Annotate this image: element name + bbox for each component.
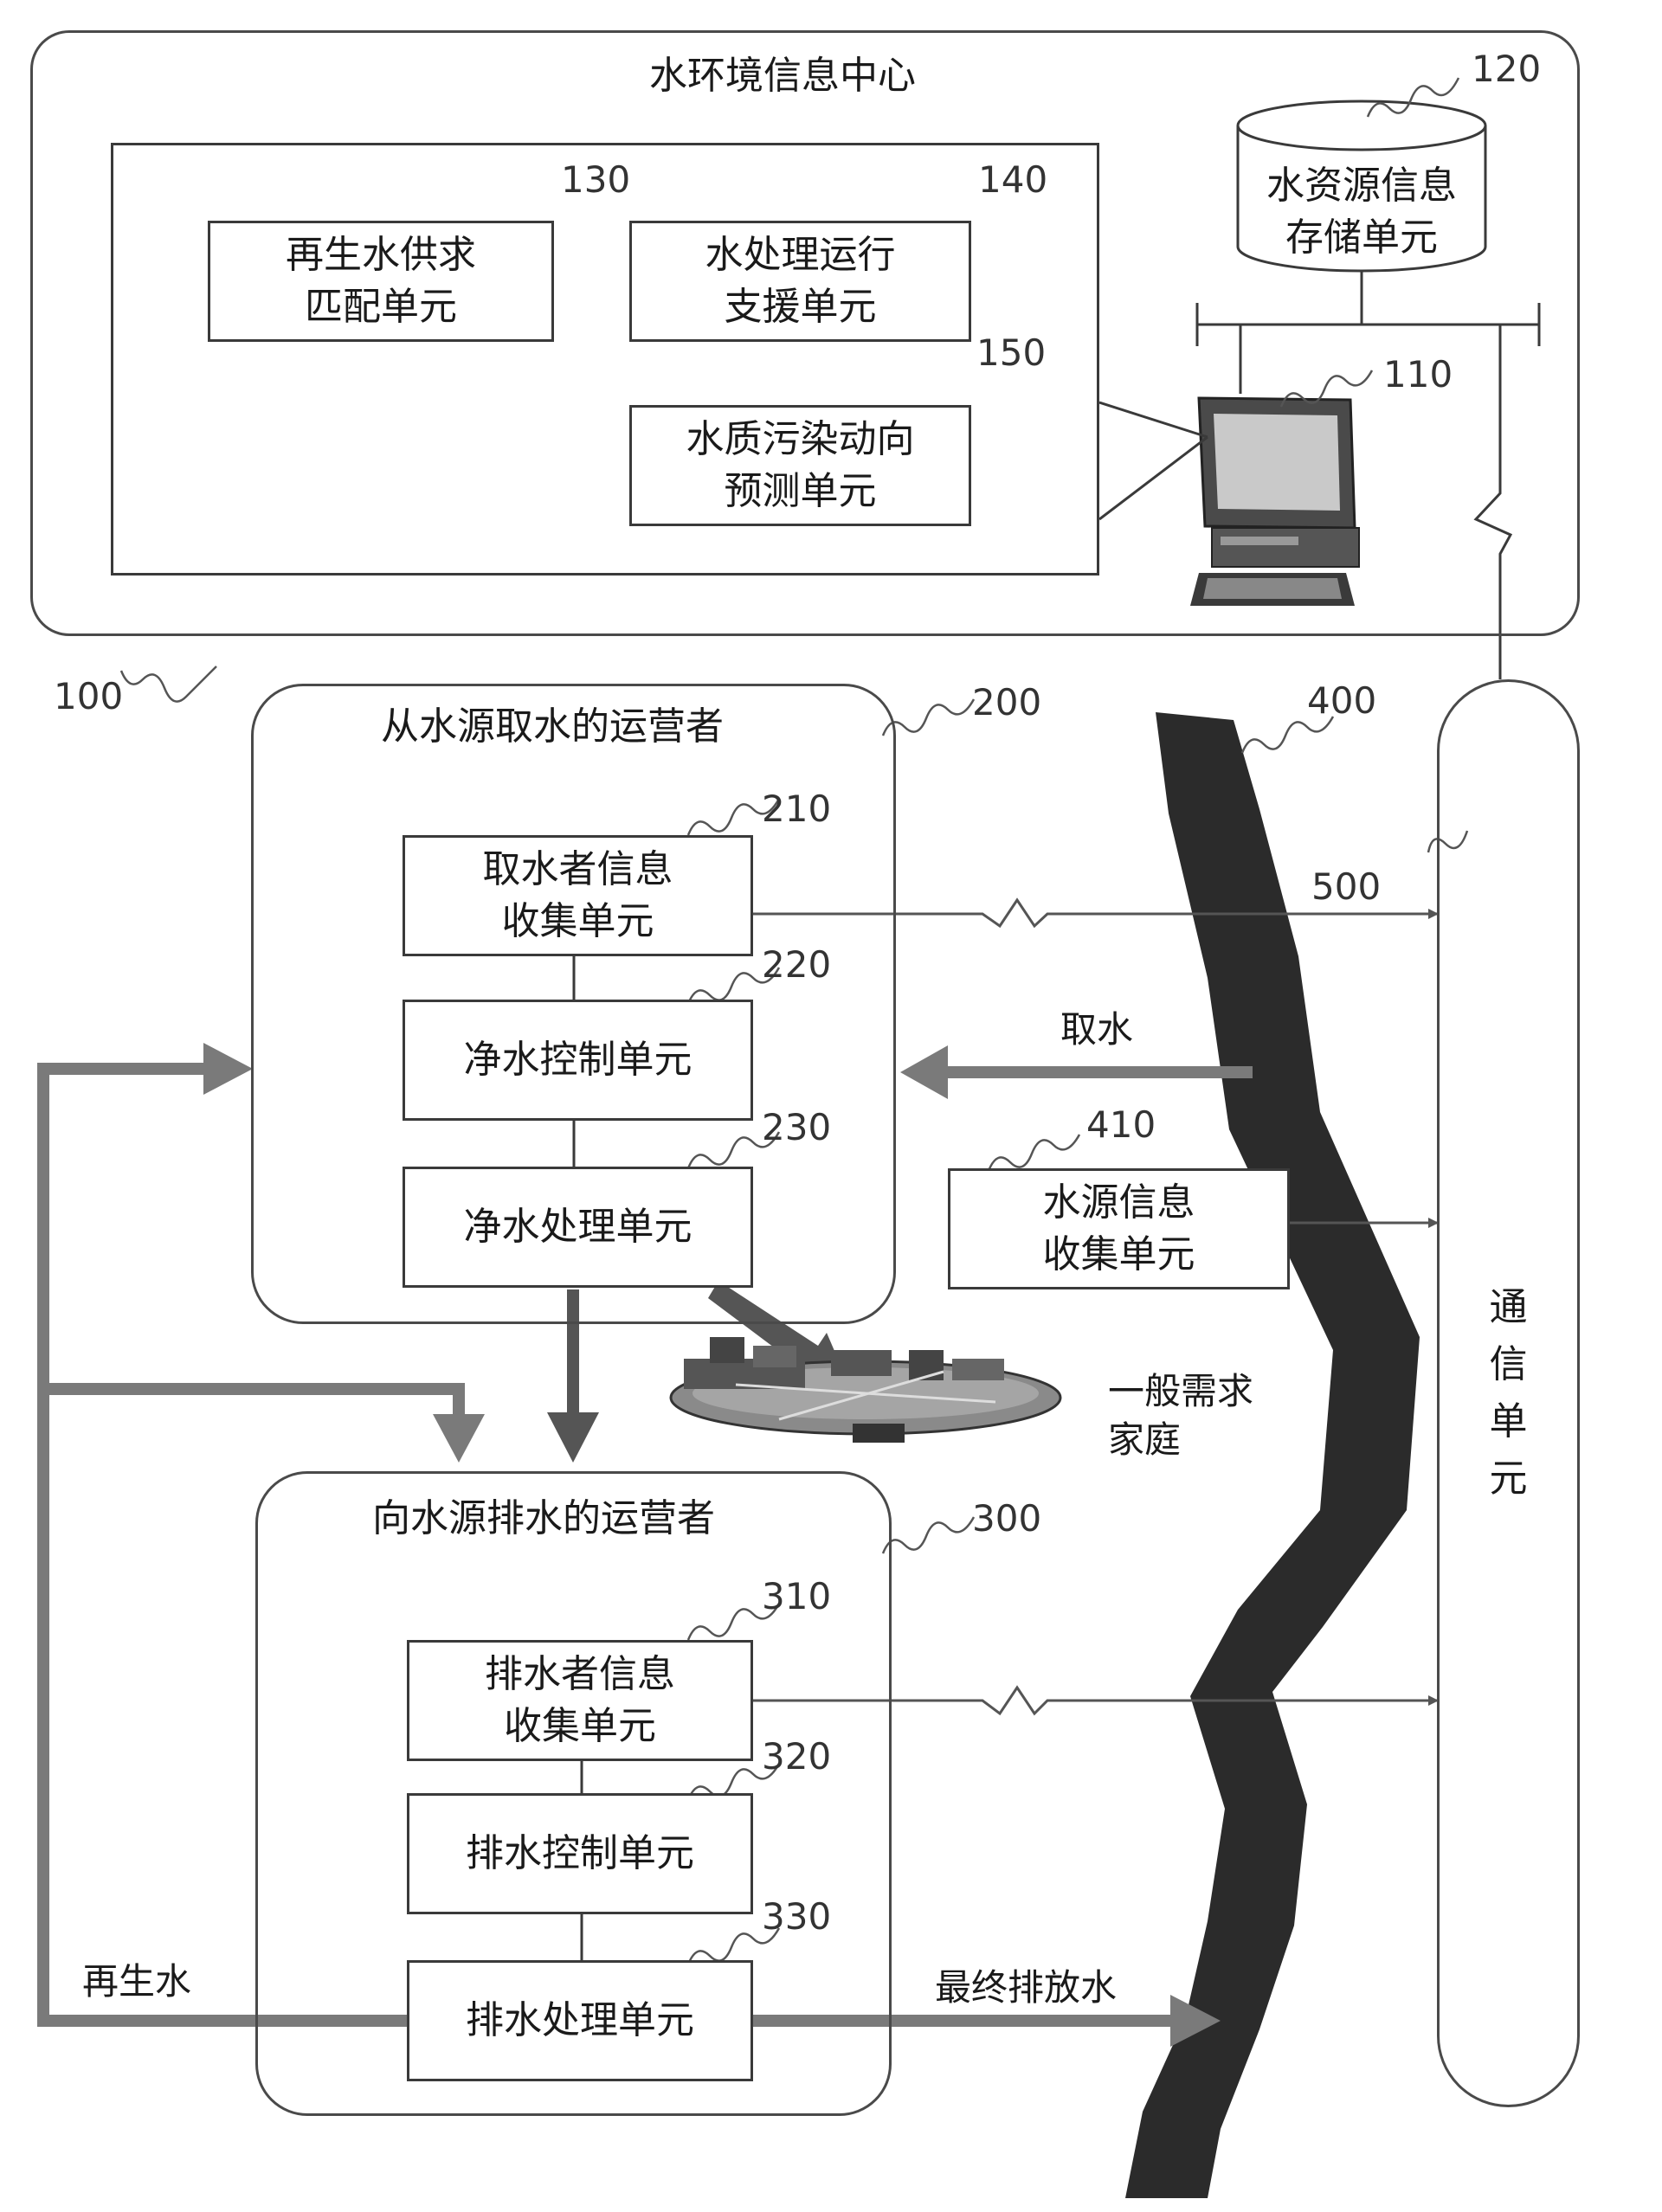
discharge-control-unit[interactable]: 排水控制单元 [407,1793,753,1914]
ref-220: 220 [762,943,832,986]
recycled-supply-matching-unit[interactable]: 再生水供求 匹配单元 [208,221,554,342]
ref-320: 320 [762,1735,832,1778]
intaker-info-collection-unit[interactable]: 取水者信息 收集单元 [403,835,753,956]
ref-500: 500 [1311,865,1382,908]
discharge-treatment-unit[interactable]: 排水处理单元 [407,1960,753,2081]
computer-icon [1190,396,1360,606]
intake-operator-title: 从水源取水的运营者 [381,704,724,749]
ref-300: 300 [972,1497,1042,1540]
water-resource-storage-unit[interactable]: 水资源信息 存储单元 [1266,164,1457,260]
water-source-info-unit[interactable]: 水源信息 收集单元 [948,1168,1290,1289]
ref-150: 150 [976,331,1047,374]
intake-label: 取水 [1060,1008,1134,1051]
database-icon [1236,100,1487,273]
info-center-title: 水环境信息中心 [649,54,916,98]
discharge-operator-title: 向水源排水的运营者 [372,1496,715,1540]
ref-410: 410 [1086,1103,1156,1146]
intake-arrow [900,1045,1253,1099]
callout-lines [1098,401,1208,521]
purification-control-unit[interactable]: 净水控制单元 [403,1000,753,1121]
network-bus [1195,264,1541,679]
river-shape [1125,712,1420,2198]
comm-unit-frame[interactable] [1437,679,1580,2107]
supply-flow [547,1289,599,1463]
pollution-trend-prediction-unit[interactable]: 水质污染动向 预测单元 [629,405,971,526]
ref-330: 330 [762,1895,832,1938]
ref-110: 110 [1383,353,1453,395]
comm-unit-label: 通 信 单 元 [1489,1285,1528,1501]
ref-210: 210 [762,788,832,830]
ref-400: 400 [1307,679,1377,722]
final-discharge-label: 最终排放水 [935,1966,1118,2009]
ref-140: 140 [978,158,1048,201]
recycle-arrowheads [203,1043,485,1463]
purification-treatment-unit[interactable]: 净水处理单元 [403,1167,753,1288]
ref-120: 120 [1472,48,1542,90]
info-links [753,897,1439,1716]
ref-200: 200 [972,681,1042,723]
water-treatment-support-unit[interactable]: 水处理运行 支援单元 [629,221,971,342]
intake-operator-frame [251,684,896,1324]
households-icon [669,1337,1062,1443]
discharger-info-collection-unit[interactable]: 排水者信息 收集单元 [407,1640,753,1761]
ref-130: 130 [561,158,631,201]
recycled-water-label: 再生水 [82,1960,192,2003]
info-center-frame [30,30,1580,636]
info-center-ref: 100 [54,675,124,717]
households-label: 一般需求 家庭 [1108,1370,1254,1461]
recycle-loop [37,1063,465,2027]
discharge-arrow [751,1995,1221,2047]
ref-230: 230 [762,1106,832,1148]
ref-310: 310 [762,1575,832,1617]
discharge-operator-frame [255,1471,892,2116]
